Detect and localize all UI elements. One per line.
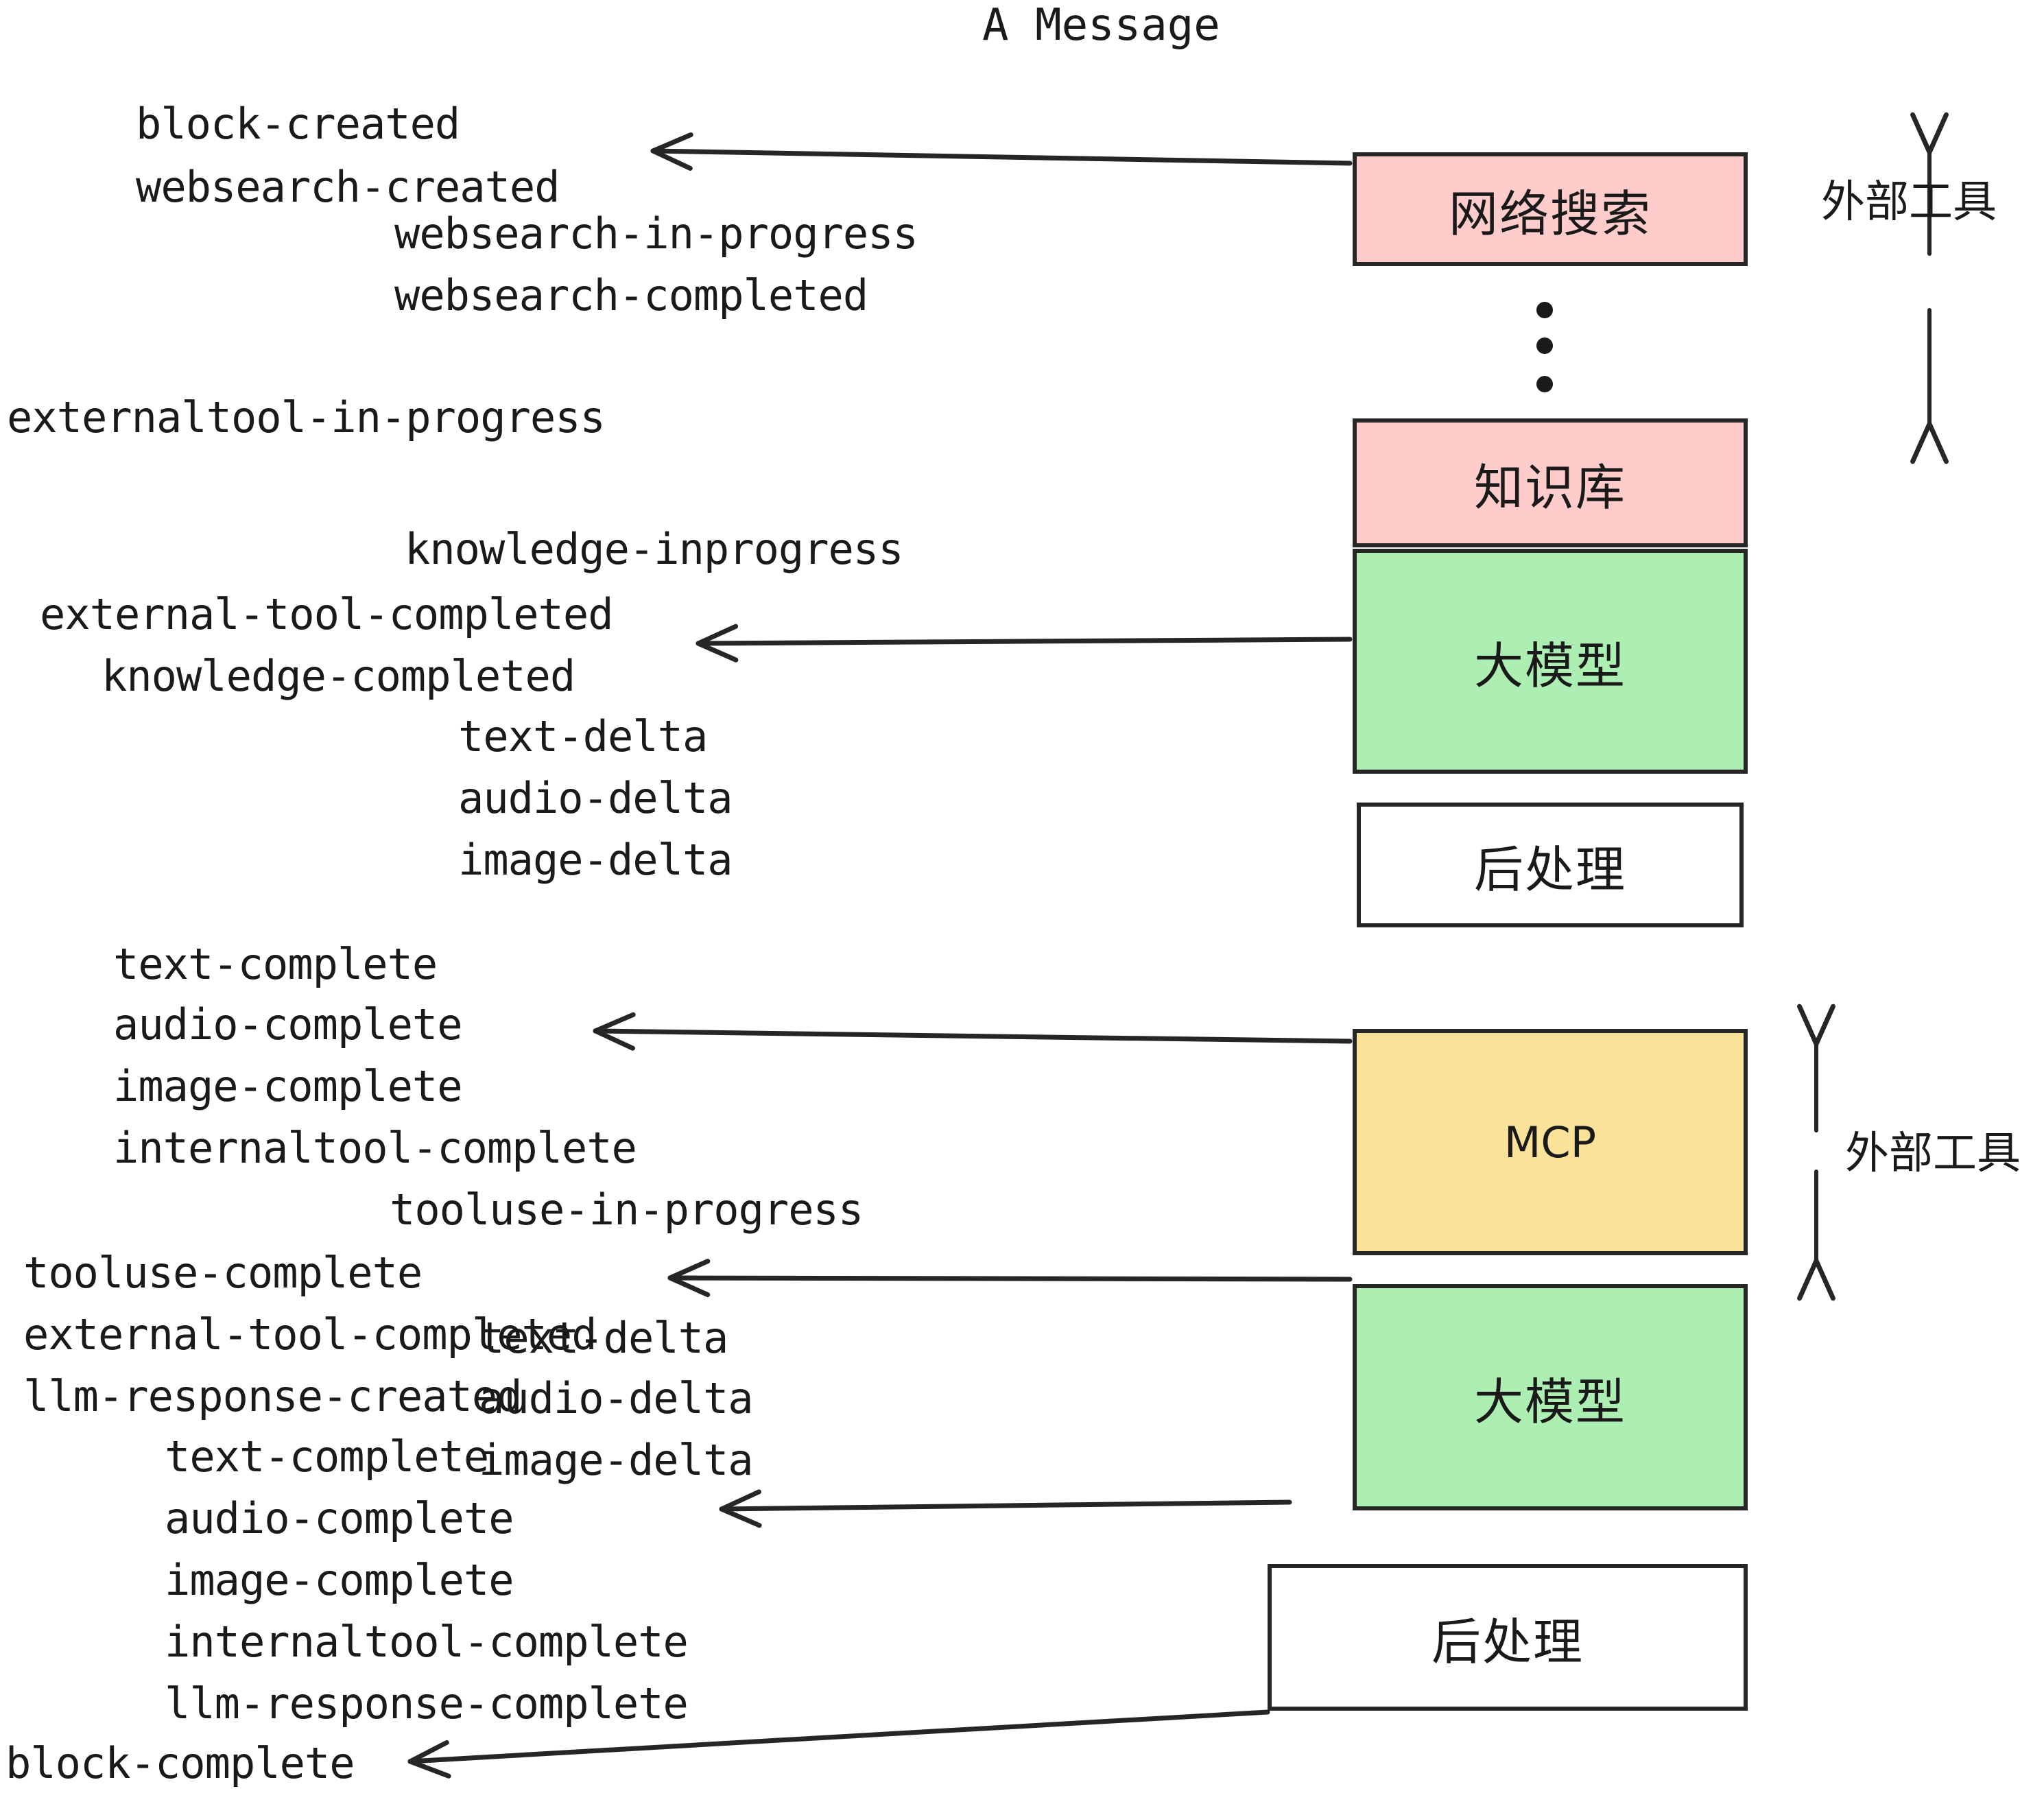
event-label-audio-complete-2: audio-complete (165, 1493, 514, 1543)
event-label-knowledge-inprogress: knowledge-inprogress (405, 524, 904, 574)
node-llm-2[interactable]: 大模型 (1353, 1284, 1748, 1510)
event-label-audio-delta-1: audio-delta (458, 773, 733, 823)
node-label-websearch: 网络搜索 (1448, 185, 1652, 243)
event-label-audio-complete-1: audio-complete (113, 999, 463, 1049)
arrow-tooluse-complete (667, 1259, 1353, 1298)
event-label-external-tool-completed-1: external-tool-completed (40, 589, 614, 639)
event-label-websearch-completed: websearch-completed (394, 270, 868, 320)
arrow-image-complete (593, 1012, 1353, 1051)
arrow-block-complete (407, 1709, 1270, 1779)
event-label-image-delta-2: image-delta (479, 1435, 754, 1485)
external-tools-up-2 (1797, 1004, 1835, 1132)
event-label-text-complete-2: text-complete (165, 1432, 489, 1482)
event-label-external-tool-completed-2: external-tool-completed (23, 1309, 597, 1360)
event-label-internaltool-complete-2: internaltool-complete (165, 1617, 689, 1667)
event-label-tooluse-complete: tooluse-complete (23, 1248, 423, 1298)
diagram-title: A Message (982, 0, 1220, 51)
node-label-llm-1: 大模型 (1473, 637, 1626, 695)
event-label-websearch-created: websearch-created (136, 162, 560, 212)
node-label-postprocess-1: 后处理 (1473, 840, 1626, 899)
event-label-text-delta-1: text-delta (458, 711, 708, 761)
node-label-postprocess-2: 后处理 (1431, 1613, 1584, 1671)
side-label-external-tools-bottom: 外部工具 (1845, 1128, 2021, 1179)
event-label-externaltool-in-progress: externaltool-in-progress (7, 392, 606, 442)
event-label-image-complete-2: image-complete (165, 1555, 514, 1605)
node-websearch[interactable]: 网络搜索 (1353, 152, 1748, 266)
external-tools-up-1 (1910, 112, 1949, 256)
ellipsis-dot-2 (1536, 337, 1553, 354)
node-mcp[interactable]: MCP (1353, 1029, 1748, 1255)
external-tools-down-2 (1797, 1170, 1835, 1301)
event-label-knowledge-completed: knowledge-completed (102, 651, 575, 701)
node-postprocess-2[interactable]: 后处理 (1268, 1564, 1748, 1711)
arrow-knowledge-done (696, 624, 1353, 663)
event-label-websearch-in-progress: websearch-in-progress (394, 209, 918, 259)
event-label-internaltool-complete-1: internaltool-complete (113, 1123, 637, 1173)
event-label-llm-response-complete: llm-response-complete (165, 1678, 689, 1729)
event-label-block-created: block-created (136, 99, 460, 149)
event-label-llm-response-created: llm-response-created (23, 1371, 523, 1421)
ellipsis-dot-3 (1536, 376, 1553, 392)
node-label-knowledgebase: 知识库 (1473, 458, 1626, 517)
event-label-image-delta-1: image-delta (458, 835, 733, 885)
ellipsis-dot-1 (1536, 302, 1553, 318)
event-label-image-complete-1: image-complete (113, 1061, 463, 1111)
event-label-text-delta-2: text-delta (479, 1313, 728, 1363)
node-postprocess-1[interactable]: 后处理 (1357, 803, 1744, 927)
node-knowledgebase[interactable]: 知识库 (1353, 418, 1748, 547)
node-label-mcp: MCP (1504, 1117, 1597, 1167)
event-label-block-complete: block-complete (5, 1738, 355, 1788)
event-label-audio-delta-2: audio-delta (479, 1373, 754, 1423)
event-label-text-complete-1: text-complete (113, 939, 438, 989)
event-label-tooluse-in-progress: tooluse-in-progress (390, 1185, 864, 1235)
side-label-external-tools-top: 外部工具 (1821, 177, 1997, 228)
arrow-block-created (650, 132, 1353, 171)
arrow-audio-complete (719, 1489, 1292, 1528)
node-llm-1[interactable]: 大模型 (1353, 549, 1748, 774)
external-tools-down-1 (1910, 308, 1949, 464)
node-label-llm-2: 大模型 (1473, 1373, 1626, 1431)
